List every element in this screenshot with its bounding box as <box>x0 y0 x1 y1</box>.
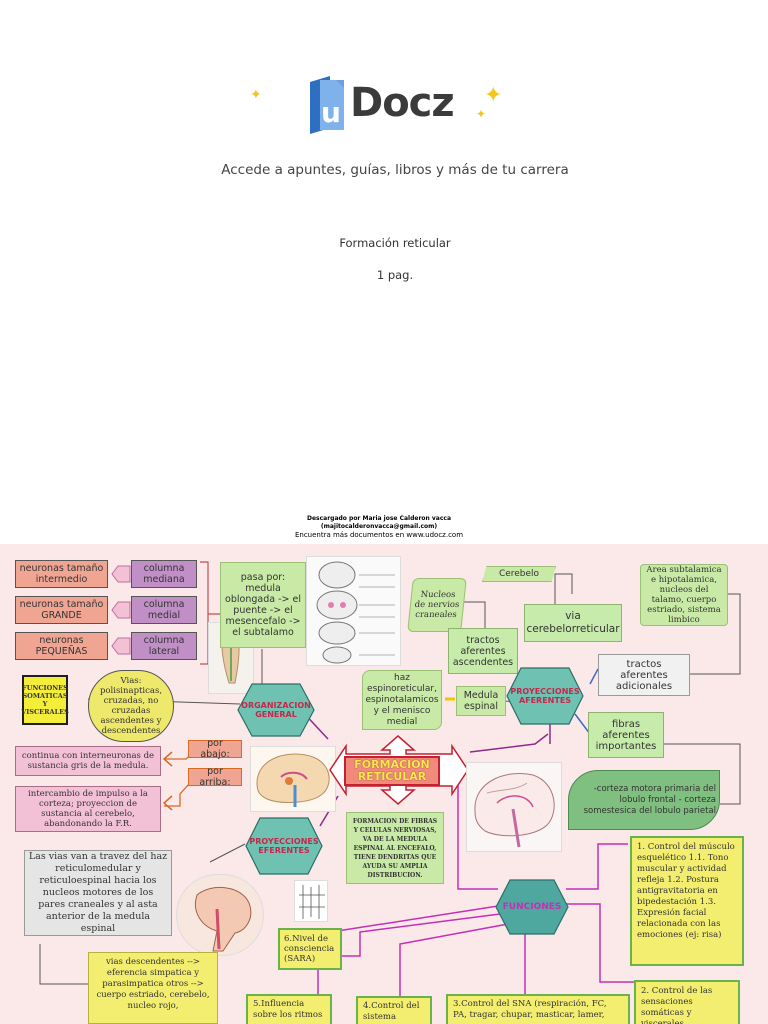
brain-sections-image <box>306 556 401 666</box>
organizacion-label: ORGANIZACION GENERAL <box>241 701 311 719</box>
arrow-icons <box>162 751 173 811</box>
abajo-text-box: continua con interneuronas de sustancia … <box>15 746 161 776</box>
download-notice: Descargado por Maria jose Calderon vacca… <box>0 515 758 539</box>
download-email: (majitocalderonvacca@gmail.com) <box>320 523 438 530</box>
funciones-hexagon <box>495 879 569 935</box>
column-box: columna mediana <box>131 560 197 588</box>
organizacion-hexagon <box>237 683 315 737</box>
definition-box: FORMACION DE FIBRAS Y CELULAS NERVIOSAS,… <box>346 812 444 884</box>
tagline: Accede a apuntes, guías, libros y más de… <box>221 162 569 178</box>
sparkle-icon: ✦ <box>476 107 487 121</box>
aferentes-hexagon <box>506 667 584 725</box>
arrow-left-icons <box>111 565 131 655</box>
funciones-label: FUNCIONES <box>502 901 562 912</box>
por-arriba-label: por arriba: <box>188 766 242 788</box>
udocz-logo-icon: u <box>310 76 344 134</box>
page-count: 1 pag. <box>376 268 414 282</box>
column-box: columna medial <box>131 596 197 624</box>
tractos-ascendentes-box: tractos aferentes ascendentes <box>448 628 518 674</box>
udocz-logo: u Docz <box>306 74 466 138</box>
funcion-3-box: 3.Control del SNA (respiración, FC, PA, … <box>446 994 630 1024</box>
area-box: Area subtalamica e hipotalamica, nucleos… <box>640 564 728 626</box>
fibras-box: fibras aferentes importantes <box>588 712 664 758</box>
vias-bubble: Vias: polisinapticas, cruzadas, no cruza… <box>88 670 174 742</box>
descendentes-box: vias descendentes --> eferencia simpatic… <box>88 952 218 1024</box>
medula-box: Medula espinal <box>456 686 506 716</box>
head-sagittal-image <box>176 874 264 956</box>
center-topic: FORMACION RETICULAR <box>344 756 440 786</box>
funcion-6-box: 6.Nivel de consciencia (SARA) <box>278 928 342 970</box>
eferentes-hexagon <box>245 817 323 875</box>
eferentes-text-box: Las vias van a travez del haz reticulome… <box>24 850 172 936</box>
aferentes-label: PROYECCIONES AFERENTES <box>510 687 580 705</box>
corteza-box: -corteza motora primaria del lobulo fron… <box>568 770 720 830</box>
eferentes-label: PROYECCIONES EFERENTES <box>249 837 319 855</box>
column-box: columna lateral <box>131 632 197 660</box>
udocz-logo-text: Docz <box>350 80 455 126</box>
neuron-type-box: neuronas tamaño intermedio <box>15 560 108 588</box>
por-abajo-label: por abajo: <box>188 738 242 760</box>
document-title: Formación reticular <box>339 236 451 250</box>
pasa-por-box: pasa por: medula oblongada -> el puente … <box>220 562 306 648</box>
download-user: Descargado por Maria jose Calderon vacca <box>306 515 452 522</box>
spinal-diagram-image <box>294 880 328 922</box>
mindmap: neuronas tamaño intermedio neuronas tama… <box>0 544 768 1024</box>
download-link[interactable]: Encuentra más documentos en www.udocz.co… <box>294 531 464 539</box>
haz-box: haz espinoreticular, espinotalamicos y e… <box>362 670 442 730</box>
neuron-type-box: neuronas PEQUEÑAS <box>15 632 108 660</box>
neuron-type-box: neuronas tamaño GRANDE <box>15 596 108 624</box>
tractos-adicionales-box: tractos aferentes adicionales <box>598 654 690 696</box>
cerebelo-label: Cerebelo <box>482 566 556 582</box>
funcion-2-box: 2. Control de las sensaciones somáticas … <box>634 980 740 1024</box>
brain-lateral-image <box>466 762 562 852</box>
nucleos-box: Nucleos de nervios craneales <box>407 578 467 632</box>
arriba-text-box: intercambio de impulso a la corteza; pro… <box>15 786 161 832</box>
somatic-functions-label: FUNCIONES SOMATICAS Y VISCERALES <box>21 675 69 725</box>
via-cerebelo-box: via cerebelorreticular <box>524 604 622 642</box>
brain-sagittal-image <box>250 746 336 812</box>
sparkle-icon: ✦ <box>250 87 262 103</box>
funcion-4-box: 4.Control del sistema <box>356 996 432 1024</box>
funcion-1-box: 1. Control del músculo esquelético 1.1. … <box>630 836 744 966</box>
funcion-5-box: 5.Influencia sobre los ritmos <box>246 994 332 1024</box>
svg-text:u: u <box>321 96 341 129</box>
sparkle-icon: ✦ <box>484 83 503 108</box>
